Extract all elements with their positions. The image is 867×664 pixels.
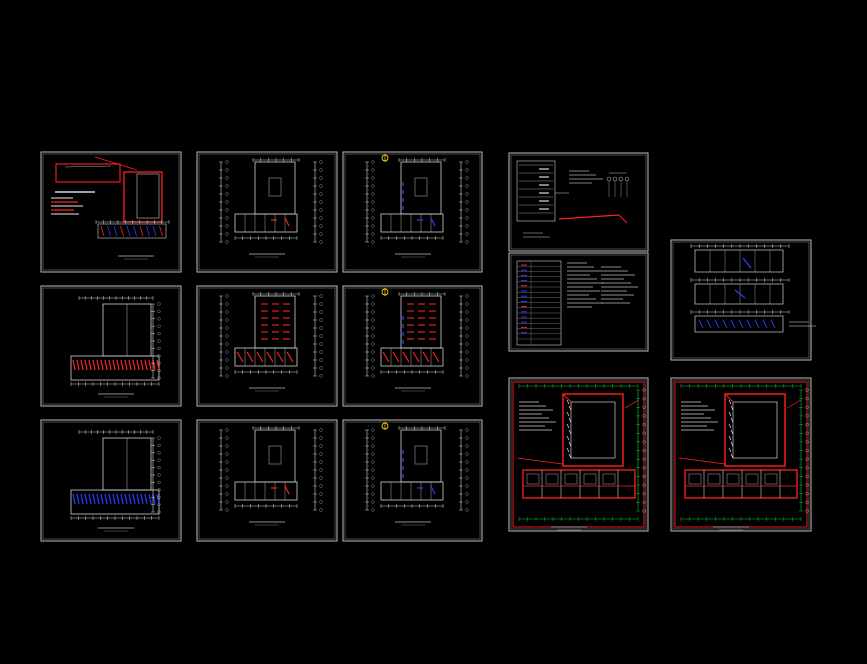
- sheet-plan-a-3[interactable]: [196, 419, 338, 542]
- sheet-elev-2[interactable]: [40, 419, 182, 542]
- sheet-site-plan[interactable]: [40, 151, 182, 273]
- sheet-plan-a-1[interactable]: [196, 151, 338, 273]
- sheet-big-plan-1[interactable]: [508, 377, 649, 532]
- sheet-big-plan-2[interactable]: [670, 377, 812, 532]
- sheet-sections[interactable]: [670, 239, 816, 361]
- sheet-plan-b-2[interactable]: [342, 285, 483, 407]
- sheet-plan-b-3[interactable]: [342, 419, 483, 542]
- sheet-plan-a-2[interactable]: [196, 285, 338, 407]
- sheet-legend-table[interactable]: [508, 252, 649, 352]
- sheet-plan-b-1[interactable]: [342, 151, 483, 273]
- sheet-system-diagram[interactable]: [508, 152, 649, 252]
- sheet-elev-1[interactable]: [40, 285, 182, 407]
